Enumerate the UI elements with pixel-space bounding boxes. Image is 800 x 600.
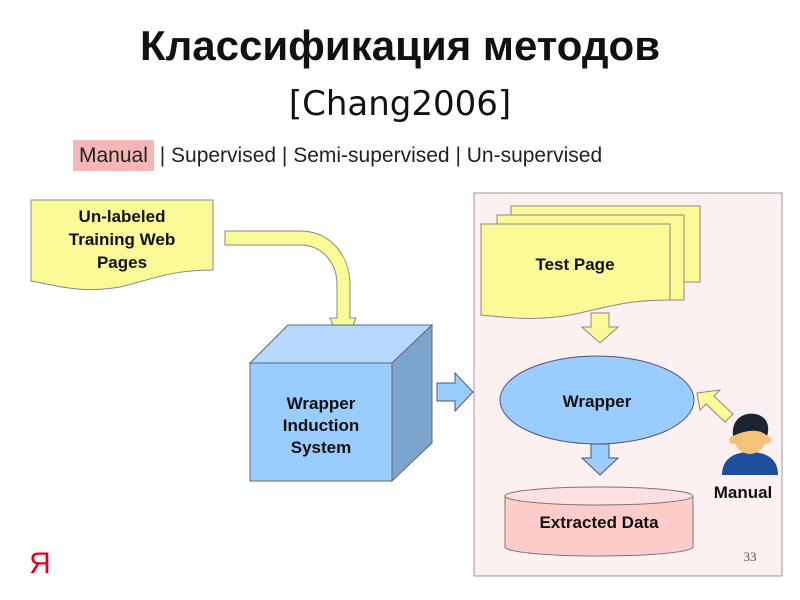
training-pages-document: Un-labeled Training Web Pages	[30, 199, 214, 291]
training-pages-line: Pages	[97, 253, 147, 272]
separator: |	[276, 144, 294, 167]
method-un-supervised: Un-supervised	[466, 144, 603, 167]
down-arrow-icon	[580, 312, 620, 344]
methods-list: Manual | Supervised | Semi-supervised | …	[73, 140, 603, 171]
person-icon	[722, 413, 778, 475]
test-page-label: Test Page	[535, 255, 614, 274]
training-pages-line: Training Web	[69, 230, 175, 249]
method-supervised: Supervised	[171, 144, 277, 167]
method-manual: Manual	[73, 140, 154, 171]
wrapper-label: Wrapper	[563, 392, 632, 411]
yandex-logo: Я	[29, 547, 51, 580]
page-number: 33	[744, 549, 757, 564]
test-page-stack: Test Page	[480, 205, 701, 320]
down-arrow-icon	[580, 443, 620, 476]
slide-title: Классификация методов	[139, 22, 661, 69]
induction-system-cube: Wrapper Induction System	[248, 323, 434, 483]
method-semi-supervised: Semi-supervised	[293, 144, 450, 167]
diagonal-arrow-icon	[696, 389, 734, 423]
extracted-data-cylinder: Extracted Data	[504, 486, 694, 557]
right-arrow-icon	[436, 371, 474, 413]
extracted-data-label: Extracted Data	[539, 513, 659, 532]
slide-subtitle: [Chang2006]	[288, 84, 512, 124]
induction-system-line: Wrapper	[287, 394, 356, 413]
induction-system-line: System	[291, 438, 351, 457]
manual-label: Manual	[714, 483, 773, 502]
separator: |	[153, 144, 172, 167]
wrapper-ellipse: Wrapper	[499, 355, 695, 445]
induction-system-line: Induction	[283, 416, 359, 435]
training-pages-line: Un-labeled	[79, 207, 166, 226]
separator: |	[449, 144, 467, 167]
